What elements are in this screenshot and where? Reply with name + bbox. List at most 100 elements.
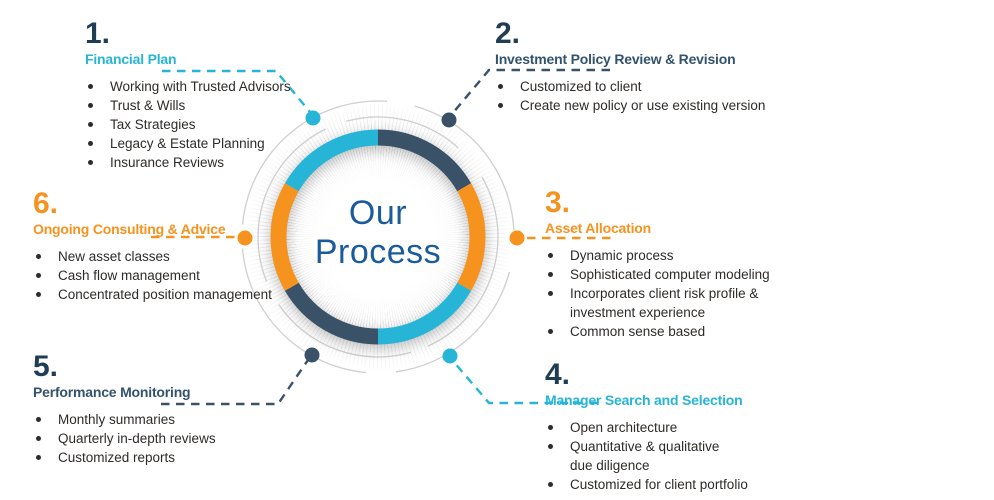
bullet-text: Customized to client xyxy=(520,79,642,94)
bullet-text: Trust & Wills xyxy=(110,98,186,113)
bullet-icon xyxy=(88,103,93,108)
bullet-text: Legacy & Estate Planning xyxy=(110,136,265,151)
bullet-text: Quarterly in-depth reviews xyxy=(58,431,216,446)
bullet-icon xyxy=(548,272,553,277)
bullet-text: Monthly summaries xyxy=(58,412,176,427)
bullet-icon xyxy=(88,84,93,89)
node-dot-3 xyxy=(509,230,525,246)
bullet-icon xyxy=(88,141,93,146)
list-item: Quantitative & qualitative due diligence xyxy=(548,437,748,475)
ring-segment-4-cyan xyxy=(377,282,472,345)
list-item: Concentrated position management xyxy=(36,285,272,304)
section-5-list: Monthly summaries Quarterly in-depth rev… xyxy=(33,410,216,467)
bullet-icon xyxy=(498,103,503,108)
inner-gray-ring xyxy=(257,116,499,358)
bullet-icon xyxy=(498,84,503,89)
section-2-number: 2. xyxy=(495,17,521,50)
bullet-text: Dynamic process xyxy=(570,248,674,263)
node-dot-2 xyxy=(441,112,457,128)
section-2-list: Customized to client Create new policy o… xyxy=(495,77,765,115)
bullet-text: Incorporates client risk profile & invest… xyxy=(570,284,758,322)
list-item: Open architecture xyxy=(548,418,748,437)
bullet-line: Quantitative & qualitative xyxy=(570,439,720,454)
connectors xyxy=(151,68,616,406)
bullet-text: Insurance Reviews xyxy=(110,155,225,170)
section-1-list: Working with Trusted Advisors Trust & Wi… xyxy=(85,77,291,172)
section-5-number: 5. xyxy=(33,350,59,383)
ring-segment-2-navy xyxy=(377,129,472,192)
bullet-line: due diligence xyxy=(570,458,650,473)
connector-4 xyxy=(452,360,598,405)
section-3-number: 3. xyxy=(545,186,571,219)
section-asset-allocation: 3. Asset Allocation Dynamic process Soph… xyxy=(545,186,770,341)
connector-5 xyxy=(161,359,309,406)
bullet-text: Tax Strategies xyxy=(110,117,196,132)
bullet-line: investment experience xyxy=(570,305,706,320)
center-title-line2: Process xyxy=(314,233,442,271)
bullet-text: Quantitative & qualitative due diligence xyxy=(570,437,719,475)
bullet-icon xyxy=(548,253,553,258)
list-item: Incorporates client risk profile & invest… xyxy=(548,284,770,322)
bullet-line: Incorporates client risk profile & xyxy=(570,286,759,301)
section-4-list: Open architecture Quantitative & qualita… xyxy=(545,418,748,494)
section-ongoing-consulting: 6. Ongoing Consulting & Advice New asset… xyxy=(33,187,272,304)
section-2-title: Investment Policy Review & Revision xyxy=(495,51,736,67)
list-item: Monthly summaries xyxy=(36,410,216,429)
bullet-icon xyxy=(548,444,553,449)
section-manager-search: 4. Manager Search and Selection Open arc… xyxy=(545,358,748,494)
bullet-text: Sophisticated computer modeling xyxy=(570,267,770,282)
bullet-icon xyxy=(36,292,41,297)
bullet-text: Customized reports xyxy=(58,450,176,465)
section-investment-policy: 2. Investment Policy Review & Revision C… xyxy=(495,17,765,115)
bullet-icon xyxy=(548,329,553,334)
section-6-number: 6. xyxy=(33,187,59,220)
bullet-icon xyxy=(88,122,93,127)
list-item: Legacy & Estate Planning xyxy=(88,134,291,153)
bullet-text: Create new policy or use existing versio… xyxy=(520,98,766,113)
list-item: Common sense based xyxy=(548,322,770,341)
node-dot-5 xyxy=(304,347,320,363)
section-3-title: Asset Allocation xyxy=(545,220,651,236)
bullet-text: Concentrated position management xyxy=(58,287,272,302)
section-4-number: 4. xyxy=(545,358,571,391)
bullet-text: Working with Trusted Advisors xyxy=(110,79,291,94)
bullet-icon xyxy=(548,425,553,430)
center-title: Our Process xyxy=(278,194,478,272)
list-item: Dynamic process xyxy=(548,246,770,265)
list-item: Insurance Reviews xyxy=(88,153,291,172)
section-performance-monitoring: 5. Performance Monitoring Monthly summar… xyxy=(33,350,216,467)
center-title-line1: Our xyxy=(348,194,408,232)
process-ring xyxy=(270,129,486,345)
bullet-icon xyxy=(36,436,41,441)
bullet-icon xyxy=(548,482,553,487)
sunburst-texture xyxy=(242,101,514,373)
bullet-text: Open architecture xyxy=(570,420,678,435)
bullet-icon xyxy=(548,291,553,296)
bullet-icon xyxy=(36,254,41,259)
list-item: Customized to client xyxy=(498,77,765,96)
bullet-icon xyxy=(36,417,41,422)
connector-2 xyxy=(451,68,610,115)
list-item: Sophisticated computer modeling xyxy=(548,265,770,284)
bullet-icon xyxy=(88,160,93,165)
section-1-number: 1. xyxy=(85,17,111,50)
ring-segment-5-navy xyxy=(284,282,379,345)
section-5-title: Performance Monitoring xyxy=(33,384,191,400)
list-item: Quarterly in-depth reviews xyxy=(36,429,216,448)
ring-segment-6-orange xyxy=(270,183,299,291)
section-4-title: Manager Search and Selection xyxy=(545,392,743,408)
list-item: Trust & Wills xyxy=(88,96,291,115)
list-item: New asset classes xyxy=(36,247,272,266)
list-item: Working with Trusted Advisors xyxy=(88,77,291,96)
list-item: Tax Strategies xyxy=(88,115,291,134)
section-3-list: Dynamic process Sophisticated computer m… xyxy=(545,246,770,341)
section-financial-plan: 1. Financial Plan Working with Trusted A… xyxy=(85,17,291,172)
ring-segment-1-cyan xyxy=(284,129,379,192)
section-1-title: Financial Plan xyxy=(85,51,177,67)
node-dot-4 xyxy=(442,348,458,364)
bullet-text: New asset classes xyxy=(58,249,170,264)
list-item: Customized reports xyxy=(36,448,216,467)
node-dot-1 xyxy=(305,110,321,126)
section-6-title: Ongoing Consulting & Advice xyxy=(33,221,226,237)
